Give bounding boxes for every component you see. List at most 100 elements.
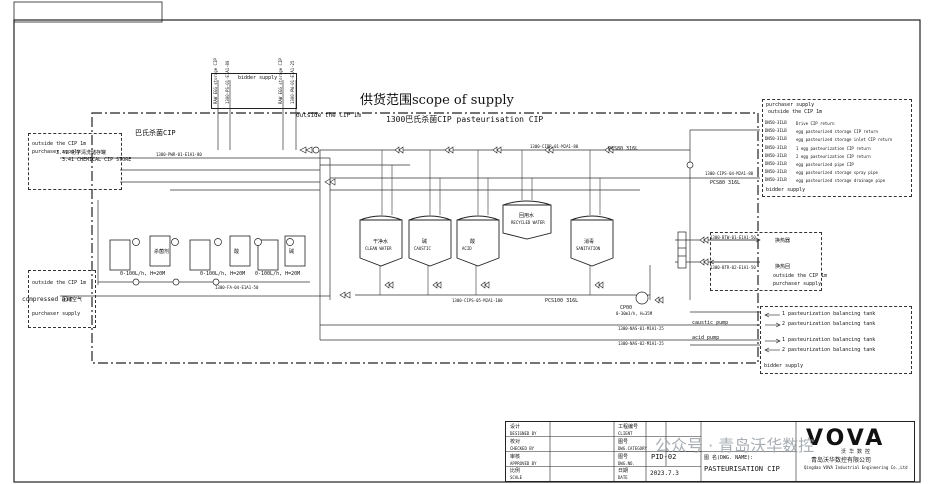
rt-item-desc: egg pasteurized storage inlet CIP return — [796, 137, 893, 143]
tank-label-cn: 酸 — [470, 239, 476, 245]
rt-item-tag: DN50-3ILB — [765, 120, 787, 125]
rb-item-2: 2 pasteurization balancing tank — [782, 321, 876, 327]
line-pcs100: PCS100 316L — [545, 298, 579, 304]
tank-label-cn: 回用水 — [519, 213, 535, 219]
chem-outside: outside the CIP 1m — [32, 141, 87, 147]
tb-mid-en: DATE — [618, 475, 628, 481]
bidder-line-4: 1300-PW-01-E1A1-25 — [290, 60, 295, 104]
tank-label-en: CAUSTIC — [414, 246, 431, 251]
rt-item-desc: 1 egg pasteurization CIP return — [796, 145, 871, 151]
tb-row-en: DESIGNED BY — [510, 431, 537, 436]
pumps — [132, 146, 694, 305]
scope-title: 供货范围scope of supply — [360, 93, 514, 108]
line-pcs80b: PCS80 316L — [710, 180, 741, 186]
line-fa: 1300-FA-04-E1A1-50 — [215, 285, 259, 290]
sheet-border — [13, 19, 921, 483]
tb-mid-en: CLIENT — [618, 431, 633, 436]
rm-line-5: outside the CIP 1m — [773, 273, 828, 279]
dwg-name-label: 图 名(DWG. NAME): — [704, 455, 754, 461]
air-purchaser: purchaser supply — [32, 311, 81, 317]
caustic-pump-label: caustic pump — [692, 320, 729, 326]
chem-store-box — [28, 133, 122, 190]
line-pcs80: PCS80 316L — [608, 146, 639, 152]
bidder-line-3: RAW EGG storage CIP — [278, 58, 283, 104]
bidder-supply-top-label: bidder supply — [238, 75, 278, 81]
chem-en: 3.41 CHEMICAL CIP STORE — [62, 157, 132, 163]
tb-row-cn: 设计 — [510, 424, 521, 430]
tank-label-en: ACID — [462, 246, 472, 251]
section-label: 巴氏杀菌CIP — [135, 129, 176, 137]
rm-line-3: 1300-BTR-02-E1A1-50 — [710, 265, 756, 270]
right-supply-box — [762, 99, 912, 197]
tb-mid-cn: 日期 — [618, 468, 629, 475]
rt-item-tag: DN50-3ILB — [765, 128, 787, 134]
rt-item-tag: DN50-3ILB — [765, 136, 787, 142]
tank-label-cn: 干净水 — [373, 239, 389, 245]
tb-mid-cn: 图号 — [618, 453, 629, 460]
rm-line-6: purchaser supply — [773, 281, 822, 287]
pipe-lines — [60, 80, 760, 346]
rt-item-desc: egg pasteurized storage drainage pipe — [796, 178, 886, 184]
logo-sub: 沃 华 数 控 — [841, 449, 871, 455]
company-cn: 青岛沃华数控有限公司 — [811, 457, 872, 464]
dosing-label-cn: 杀菌剂 — [154, 249, 170, 255]
bidder-supply-top-box — [211, 73, 297, 109]
watermark: 公众号 · 青岛沃华数控 — [655, 436, 815, 455]
rb-item-3: 1 pasteurization balancing tank — [782, 337, 876, 343]
chem-purchaser: purchaser supply — [32, 149, 81, 155]
rt-item-tag: DN50-3ILB — [765, 144, 787, 150]
dosing-label-cn: 酸 — [234, 249, 240, 255]
right-bottom-box — [760, 306, 912, 374]
air-outside: outside the CIP 1m — [32, 280, 87, 286]
air-cn: 压缩空气 — [62, 297, 83, 303]
arrows — [709, 237, 781, 353]
tank-label-cn: 碱 — [422, 239, 428, 245]
line-pwr: 1300-PWR-01-E1A1-80 — [156, 152, 202, 157]
pump-tag: CP00 — [620, 305, 633, 311]
dosing-spec: 0-100L/h, H=20M — [200, 271, 246, 277]
tank-risers — [379, 150, 601, 295]
company-en: Qingdao VOVA Industrial Engineering Co.,… — [804, 465, 908, 470]
dosing-spec: 0-100L/h, H=20M — [120, 271, 166, 277]
rb-item-4: 2 pasteurization balancing tank — [782, 347, 876, 353]
tb-row-cn: 校对 — [510, 438, 521, 445]
line-cip-in: 1300-CIPR-01-M2A1-80 — [530, 144, 579, 149]
line-cip-s: 1300-CIPS-05-M2A1-100 — [452, 298, 503, 303]
dwg-date: 2023.7.3 — [650, 470, 679, 477]
dwg-no: PID-02 — [651, 453, 677, 461]
line-caustic: 1300-NAS-01-M1A1-25 — [618, 326, 664, 331]
tb-row-en: APPROVED BY — [510, 460, 537, 466]
rt-item-tag: DN50-3ILB — [765, 169, 787, 175]
tb-mid-en: DWG.NO. — [618, 460, 635, 466]
tank-label-en: RECYCLED WATER — [511, 220, 545, 225]
air-box — [28, 270, 96, 328]
tb-row-en: SCALE — [510, 475, 523, 481]
rb-footer: bidder supply — [764, 363, 804, 369]
rt-header-1: purchaser supply — [766, 102, 815, 108]
line-cip-s2: 1300-CIPS-04-M2A1-80 — [705, 171, 754, 176]
rt-item-tag: DN50-3ILB — [765, 161, 787, 166]
heat-exchanger — [677, 231, 687, 269]
air-label: compressed air — [22, 296, 73, 303]
tb-row-cn: 审核 — [510, 453, 521, 460]
rt-item-desc: egg pasteurized storage spray pipe — [796, 170, 878, 176]
dosing-tanks — [109, 235, 306, 271]
vova-logo: VOVA — [806, 426, 886, 451]
rt-item-tag: DN50-3ILB — [765, 177, 787, 183]
rt-item-tag: DN50-3ILB — [765, 152, 787, 158]
dosing-spec: 0-100L/h, H=20M — [255, 271, 301, 277]
tb-mid-cn: 图号 — [618, 438, 629, 445]
valves — [299, 146, 709, 304]
chem-cn: 3.41 化学清洗储存罐 — [56, 150, 107, 156]
tank-label-en: CLEAN WATER — [365, 246, 392, 251]
rt-item-desc: 2 egg pasteurization CIP return — [796, 153, 871, 159]
rt-item-desc: egg pasteurized pipe CIP — [796, 162, 854, 167]
dwg-name: PASTEURISATION CIP — [704, 465, 780, 473]
bidder-line-2: 1300-PS-01-E1A1-80 — [225, 60, 230, 104]
rm-line-1: 1300-BTW-01-E1A1-50 — [710, 235, 756, 240]
rt-item-desc: egg pasteurized storage CIP return — [796, 129, 878, 135]
right-mid-box — [710, 232, 822, 291]
corner-box — [13, 1, 163, 23]
